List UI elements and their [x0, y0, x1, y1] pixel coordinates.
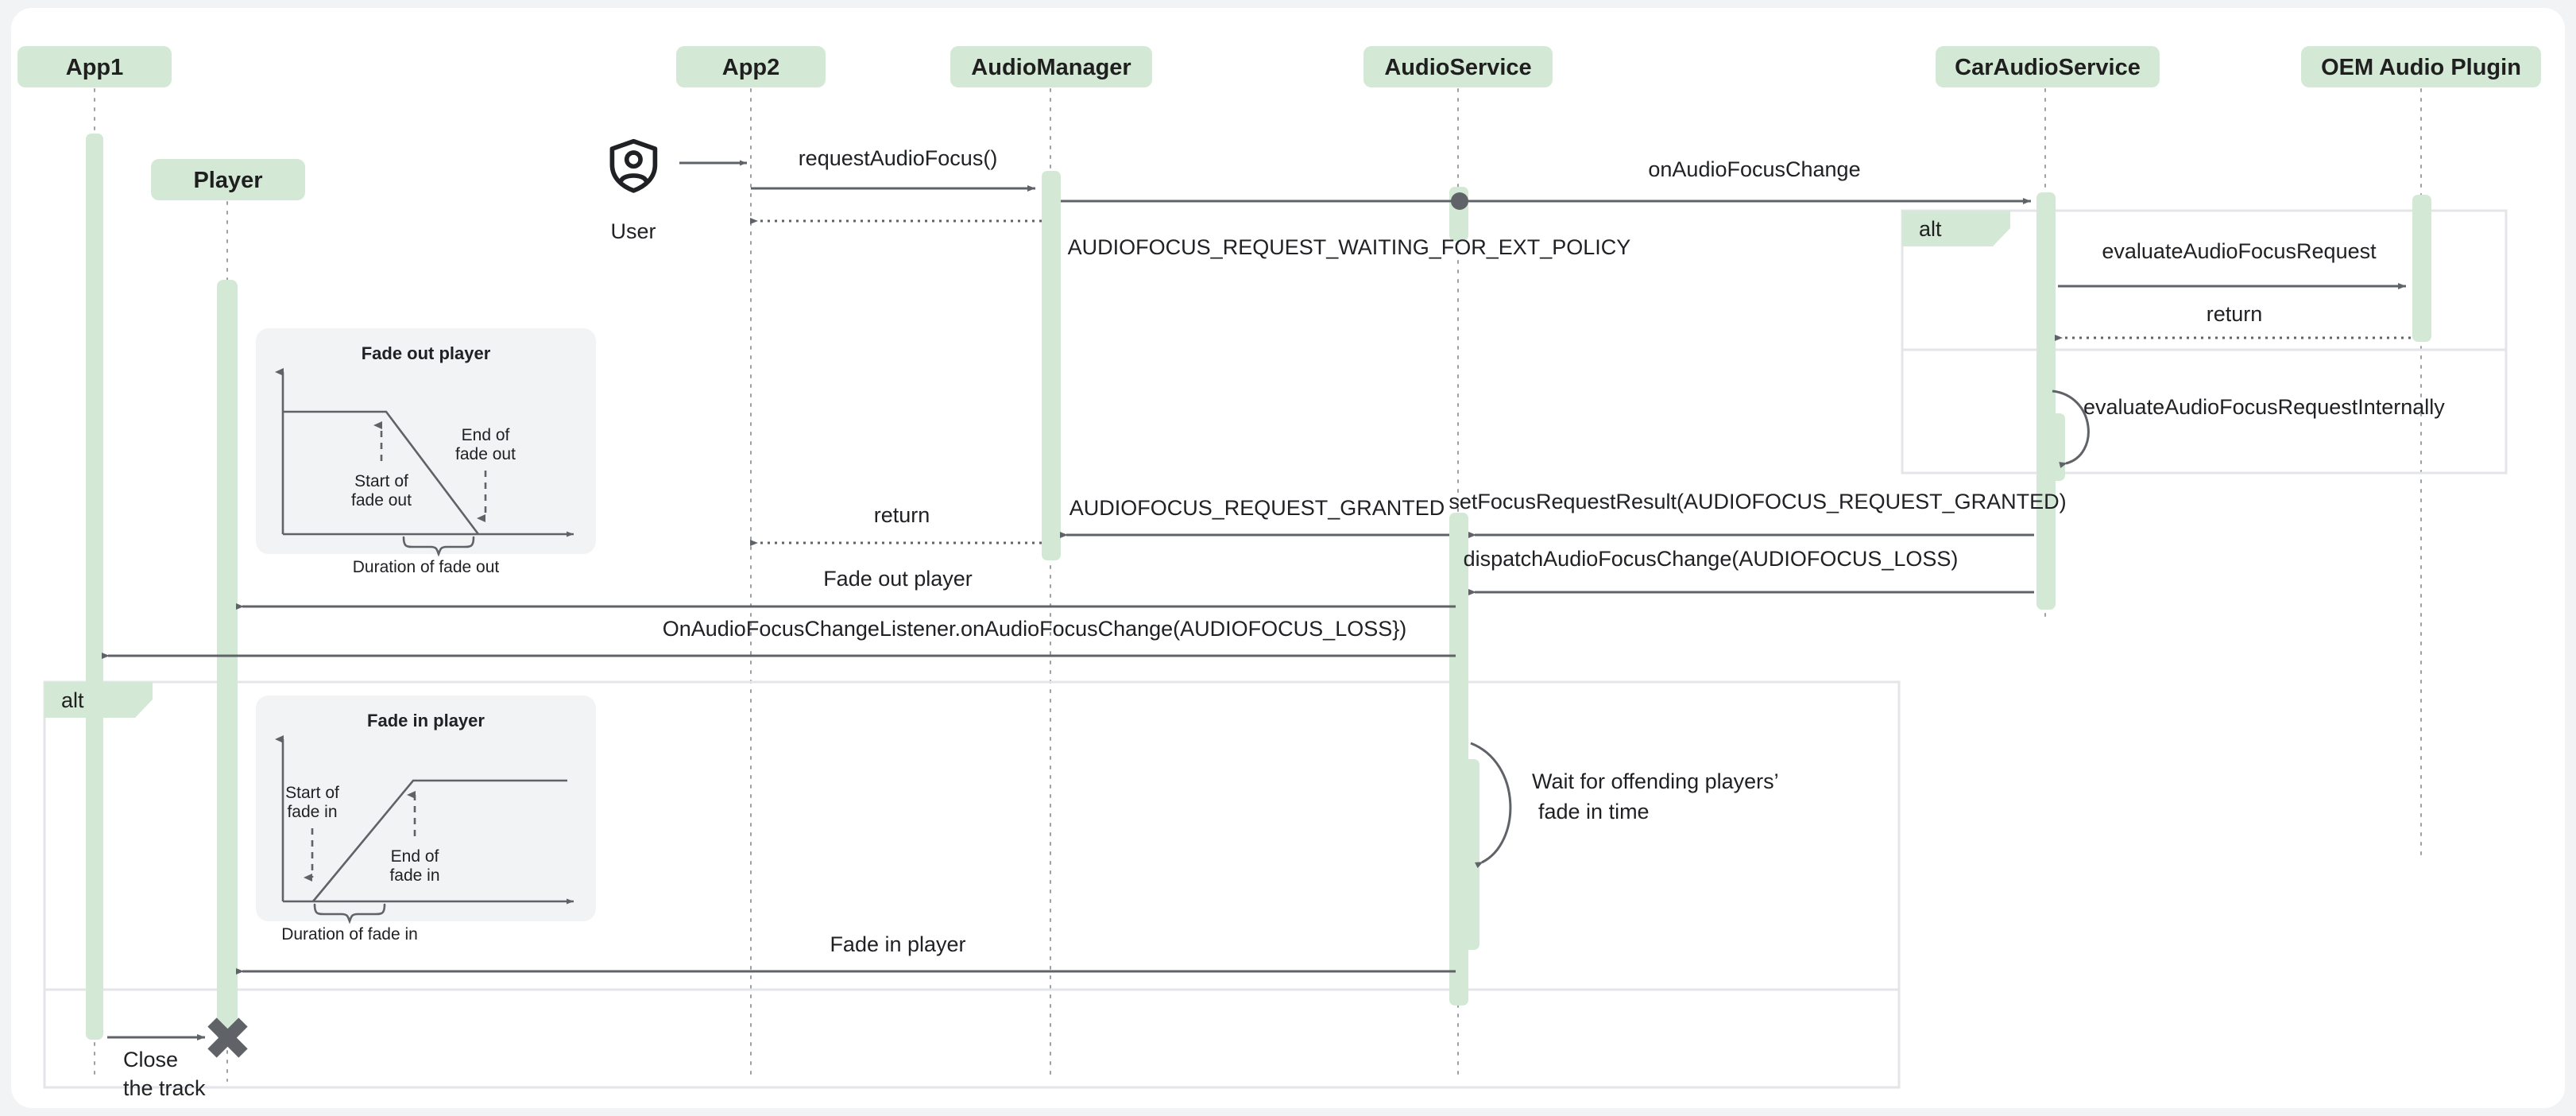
participant-app2[interactable]: App2: [676, 46, 826, 87]
message-wait-fade-in-time: Wait for offending players’ fade in time: [1470, 742, 1779, 869]
message-evaluateAudioFocusRequest-label: evaluateAudioFocusRequest: [2102, 239, 2377, 263]
activation-oemplugin: [2412, 195, 2431, 342]
message-requestAudioFocus-label: requestAudioFocus(): [799, 146, 998, 170]
note-fade-out-duration: Duration of fade out: [353, 558, 500, 576]
note-fade-in-duration: Duration of fade in: [281, 925, 418, 944]
message-onAudioFocusChangeListener-label: OnAudioFocusChangeListener.onAudioFocusC…: [663, 617, 1407, 641]
message-onAudioFocusChange: onAudioFocusChange: [1061, 157, 2031, 210]
message-setFocusRequestResult-label: setFocusRequestResult(AUDIOFOCUS_REQUEST…: [1449, 490, 2066, 513]
note-fade-out-end-line1: End of: [462, 426, 510, 444]
message-setFocusRequestResult: setFocusRequestResult(AUDIOFOCUS_REQUEST…: [1449, 490, 2067, 538]
message-audiofocus-waiting: AUDIOFOCUS_REQUEST_WAITING_FOR_EXT_POLIC…: [750, 218, 1631, 259]
note-fade-in-end-line1: End of: [391, 847, 439, 866]
message-close-line2: the track: [123, 1076, 206, 1100]
note-fade-out-player: Fade out player Start of fade out End of…: [256, 328, 596, 576]
participant-audiomanager-label: AudioManager: [971, 55, 1131, 80]
participant-audioservice[interactable]: AudioService: [1363, 46, 1553, 87]
message-audiofocus-granted-label: AUDIOFOCUS_REQUEST_GRANTED: [1069, 496, 1445, 520]
note-fade-out-start-line1: Start of: [354, 472, 408, 490]
message-oem-return: return: [2055, 302, 2411, 341]
shield-person-icon: [609, 138, 658, 193]
message-fade-out-player-label: Fade out player: [823, 567, 973, 591]
message-audiofocus-waiting-label: AUDIOFOCUS_REQUEST_WAITING_FOR_EXT_POLIC…: [1068, 235, 1631, 259]
message-dispatchAudioFocusChange-label: dispatchAudioFocusChange(AUDIOFOCUS_LOSS…: [1464, 547, 1959, 571]
participant-audiomanager[interactable]: AudioManager: [950, 46, 1152, 87]
message-onAudioFocusChange-label: onAudioFocusChange: [1648, 157, 1860, 181]
message-evaluateAudioFocusRequestInternally-label: evaluateAudioFocusRequestInternally: [2083, 395, 2445, 419]
message-oem-return-label: return: [2207, 302, 2263, 326]
note-fade-in-end-line2: fade in: [389, 866, 439, 885]
message-wait-line1: Wait for offending players’: [1532, 769, 1779, 793]
message-evaluateAudioFocusRequest: evaluateAudioFocusRequest: [2058, 239, 2406, 289]
message-am-return-label: return: [874, 503, 930, 527]
note-fade-in-start-line2: fade in: [287, 803, 337, 821]
diagram-canvas: [11, 8, 2565, 1108]
fragment-alt-fade-label: alt: [61, 688, 84, 712]
participant-caraudioservice[interactable]: CarAudioService: [1936, 46, 2160, 87]
note-fade-in-title: Fade in player: [367, 711, 485, 730]
activation-audioservice-nested: [1460, 759, 1479, 950]
message-fade-in-player: Fade in player: [236, 932, 1456, 975]
message-dispatchAudioFocusChange: dispatchAudioFocusChange(AUDIOFOCUS_LOSS…: [1464, 547, 2034, 595]
participant-app1[interactable]: App1: [17, 46, 172, 87]
activation-bars: [86, 134, 2431, 1041]
fragment-alt-oem-label: alt: [1919, 217, 1942, 241]
activation-caraudioservice-nested: [2048, 413, 2065, 481]
actor-user-label: User: [610, 219, 656, 243]
activation-caraudioservice: [2036, 192, 2056, 610]
fragment-alt-oem: alt: [1901, 209, 2508, 475]
message-evaluateAudioFocusRequestInternally: evaluateAudioFocusRequestInternally: [2052, 389, 2445, 468]
activation-audiomanager: [1042, 171, 1061, 560]
participant-caraudioservice-label: CarAudioService: [1955, 55, 2141, 80]
message-fade-in-player-label: Fade in player: [830, 932, 965, 956]
participant-player-label: Player: [193, 168, 262, 193]
message-onAudioFocusChangeListener: OnAudioFocusChangeListener.onAudioFocusC…: [102, 617, 1456, 659]
activation-app1: [86, 134, 103, 1040]
note-fade-out-title: Fade out player: [362, 343, 491, 363]
message-wait-line2: fade in time: [1538, 800, 1650, 823]
message-audiofocus-granted: AUDIOFOCUS_REQUEST_GRANTED: [1060, 496, 1449, 538]
participant-app1-label: App1: [66, 55, 124, 80]
note-fade-in-start-line1: Start of: [285, 784, 339, 802]
participant-oemplugin-label: OEM Audio Plugin: [2321, 55, 2521, 80]
message-requestAudioFocus: requestAudioFocus(): [751, 146, 1035, 192]
activation-player: [217, 280, 238, 1041]
note-fade-in-player: Fade in player Start of fade in End of f…: [256, 696, 596, 944]
actor-user: User: [609, 138, 658, 243]
participant-boxes: App1 Player App2 AudioManager AudioServi…: [17, 46, 2541, 200]
participant-player[interactable]: Player: [151, 159, 305, 200]
message-am-return: return: [750, 503, 1042, 546]
note-fade-out-start-line2: fade out: [351, 491, 412, 510]
message-close-line1: Close: [123, 1048, 178, 1071]
note-fade-out-end-line2: fade out: [455, 445, 516, 463]
destroy-x-icon: [207, 1017, 248, 1058]
message-close-the-track: Close the track: [107, 1034, 206, 1100]
message-fade-out-player: Fade out player: [236, 567, 1456, 610]
participant-oemplugin[interactable]: OEM Audio Plugin: [2301, 46, 2541, 87]
participant-app2-label: App2: [722, 55, 780, 80]
participant-audioservice-label: AudioService: [1384, 55, 1531, 80]
